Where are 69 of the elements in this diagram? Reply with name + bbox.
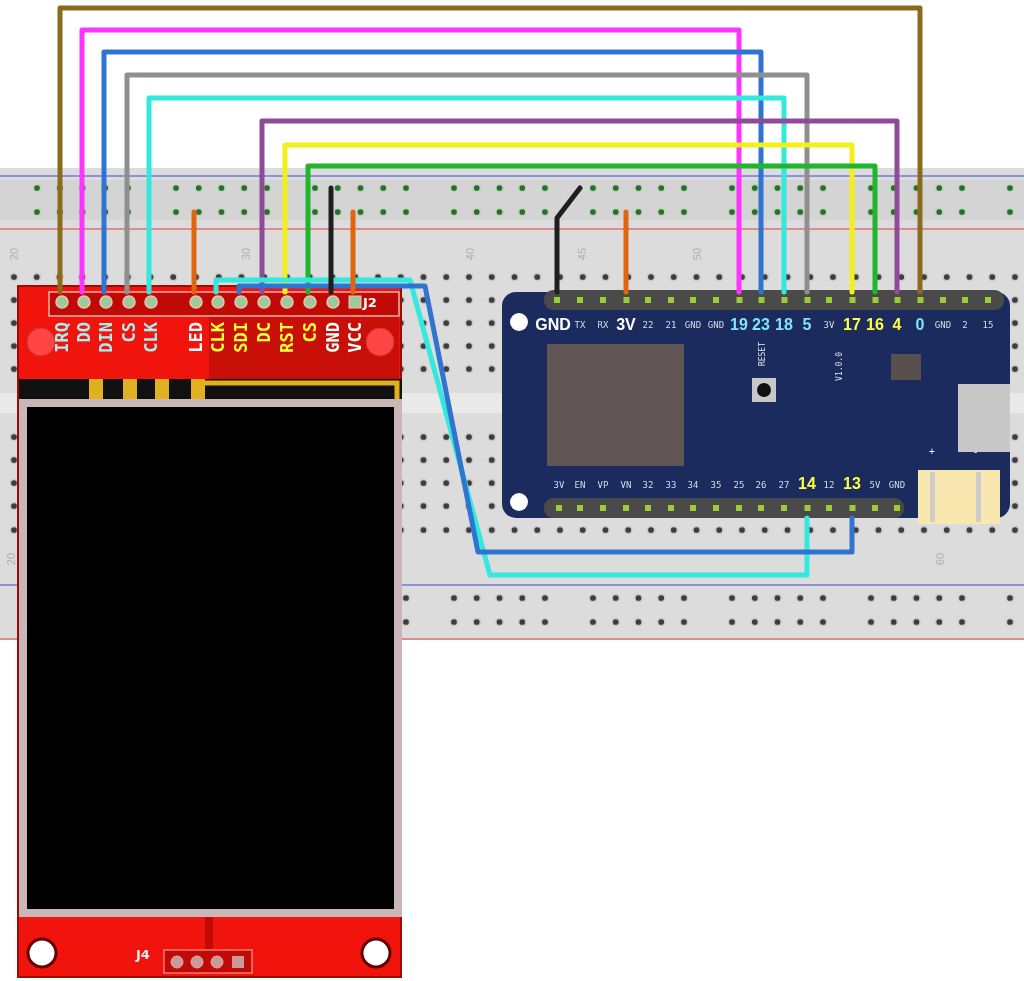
pin-label: GND — [933, 320, 953, 331]
pin-label: TX — [573, 320, 587, 331]
pin-label: 14 — [797, 475, 817, 493]
pin-label: GND — [683, 320, 703, 331]
jumper-wire — [623, 209, 629, 295]
board-label: V1.0.0 — [835, 352, 845, 381]
pin-label: 12 — [822, 480, 836, 491]
jumper-wire — [236, 283, 855, 555]
pin-label: 4 — [891, 316, 903, 334]
polarity-label: + — [929, 446, 935, 457]
connector-label: J2 — [363, 295, 377, 310]
pin-label: DO — [74, 322, 94, 343]
jumper-wire — [57, 5, 923, 295]
pin-label: 27 — [777, 480, 791, 491]
pin-label: 23 — [751, 316, 771, 334]
display-module — [17, 285, 402, 978]
pin-label: 13 — [842, 475, 862, 493]
pin-label: IRQ — [52, 322, 72, 353]
pin-label: VP — [596, 480, 610, 491]
jumper-wire — [282, 142, 855, 295]
polarity-label: - — [974, 446, 978, 457]
pin-label: DC — [254, 322, 274, 343]
pin-label: 17 — [842, 316, 862, 334]
pin-label: GND — [887, 480, 907, 491]
pin-label: CLK — [141, 322, 161, 353]
jumper-wire — [213, 277, 810, 578]
pin-label: LED — [186, 322, 206, 353]
pin-label: 15 — [981, 320, 995, 331]
pin-label: CLK — [208, 322, 228, 353]
pin-label: CS — [119, 322, 139, 343]
jumper-wire — [259, 118, 900, 295]
connector-label: J4 — [136, 947, 150, 962]
jumper-wire — [146, 95, 787, 295]
pin-label: 3V — [615, 316, 637, 334]
jumper-wire — [305, 163, 878, 295]
pin-label: 18 — [774, 316, 794, 334]
pin-label: 3V — [822, 320, 836, 331]
pin-label: 19 — [729, 316, 749, 334]
pin-label: 2 — [961, 320, 969, 331]
pin-label: 33 — [664, 480, 678, 491]
board-label: RESET — [758, 342, 768, 367]
pin-label: 0 — [914, 316, 926, 334]
pin-label: GND — [706, 320, 726, 331]
pin-label: GND — [323, 322, 343, 353]
pin-label: 26 — [754, 480, 768, 491]
jumper-wire — [554, 185, 583, 295]
pin-label: 32 — [641, 480, 655, 491]
pin-label: 5 — [801, 316, 813, 334]
pin-label: DIN — [96, 322, 116, 353]
pin-label: 22 — [641, 320, 655, 331]
pin-label: VCC — [345, 322, 365, 353]
pin-label: CS — [300, 322, 320, 343]
pin-label: RX — [596, 320, 610, 331]
pin-label: 34 — [686, 480, 700, 491]
jumper-wire — [328, 185, 334, 295]
pin-label: 3V — [552, 480, 566, 491]
jumper-wire — [191, 209, 197, 295]
pin-label: RST — [277, 322, 297, 353]
pin-label: 5V — [868, 480, 882, 491]
pin-label: SDI — [231, 322, 251, 353]
jumper-wire — [124, 72, 810, 295]
pin-label: 21 — [664, 320, 678, 331]
pin-label: 35 — [709, 480, 723, 491]
pin-label: VN — [619, 480, 633, 491]
jumper-wire — [350, 209, 356, 295]
pin-label: GND — [535, 316, 571, 334]
pin-label: 16 — [865, 316, 885, 334]
pin-label: 25 — [732, 480, 746, 491]
pin-label: EN — [573, 480, 587, 491]
